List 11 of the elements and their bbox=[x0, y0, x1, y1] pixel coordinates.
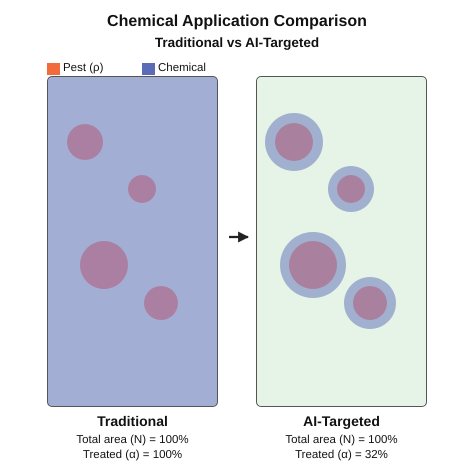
legend-label: Pest (ρ) bbox=[63, 62, 104, 74]
stat-text: Treated (α) = 100% bbox=[82, 449, 184, 461]
subtitle: Traditional vs AI-Targeted bbox=[154, 35, 320, 50]
stat-text: Treated (α) = 32% bbox=[294, 449, 389, 461]
panel-heading: AI-Targeted bbox=[302, 413, 381, 429]
arrow bbox=[229, 232, 250, 242]
stat-text: Total area (N) = 100% bbox=[284, 434, 399, 446]
panel-heading: Traditional bbox=[96, 413, 169, 429]
chart-title: Chemical Application Comparison bbox=[106, 13, 368, 31]
stat-text: Total area (N) = 100% bbox=[75, 434, 190, 446]
legend-label: Chemical bbox=[158, 62, 206, 74]
